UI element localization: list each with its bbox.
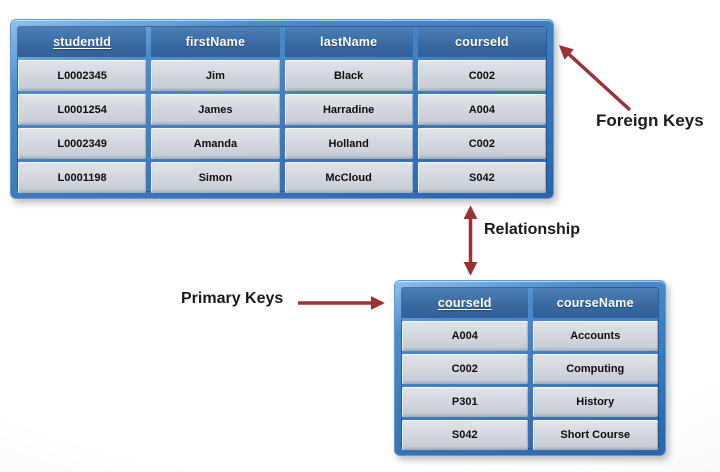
student-table-header-studentid: studentId: [18, 27, 147, 57]
student-cell: A004: [417, 94, 546, 125]
course-cell: C002: [402, 354, 528, 384]
course-table-header-courseid: courseId: [402, 288, 528, 318]
relationship-label: Relationship: [484, 221, 581, 238]
student-cell: McCloud: [284, 162, 413, 193]
student-table-header-lastname: lastName: [284, 27, 413, 57]
student-cell: Amanda: [151, 128, 280, 159]
student-cell: L0002345: [18, 60, 147, 91]
student-cell: Jim: [151, 60, 280, 91]
course-table: courseId courseName A004 Accounts C002 C…: [394, 280, 666, 456]
course-table-header-coursename: courseName: [532, 288, 658, 318]
student-cell: Black: [284, 60, 413, 91]
student-cell: Harradine: [284, 94, 413, 125]
student-table-header-firstname: firstName: [151, 27, 280, 57]
student-cell: James: [151, 94, 280, 125]
primary-keys-label: Primary Keys: [181, 290, 284, 307]
student-table: studentId firstName lastName courseId L0…: [10, 19, 554, 199]
student-table-grid: studentId firstName lastName courseId L0…: [18, 27, 546, 193]
student-cell: L0001198: [18, 162, 147, 193]
course-cell: S042: [402, 420, 528, 450]
course-cell: History: [532, 387, 658, 417]
foreign-keys-label: Foreign Keys: [596, 111, 704, 130]
course-cell: A004: [402, 321, 528, 351]
student-cell: L0001254: [18, 94, 147, 125]
student-cell: S042: [417, 162, 546, 193]
student-cell: Simon: [151, 162, 280, 193]
course-cell: P301: [402, 387, 528, 417]
student-cell: C002: [417, 128, 546, 159]
foreign-keys-arrow: [558, 45, 632, 112]
course-table-grid: courseId courseName A004 Accounts C002 C…: [402, 288, 658, 450]
student-cell: Holland: [284, 128, 413, 159]
student-cell: L0002349: [18, 128, 147, 159]
course-cell: Computing: [532, 354, 658, 384]
course-cell: Accounts: [532, 321, 658, 351]
student-table-header-courseid: courseId: [417, 27, 546, 57]
student-cell: C002: [417, 60, 546, 91]
course-cell: Short Course: [532, 420, 658, 450]
